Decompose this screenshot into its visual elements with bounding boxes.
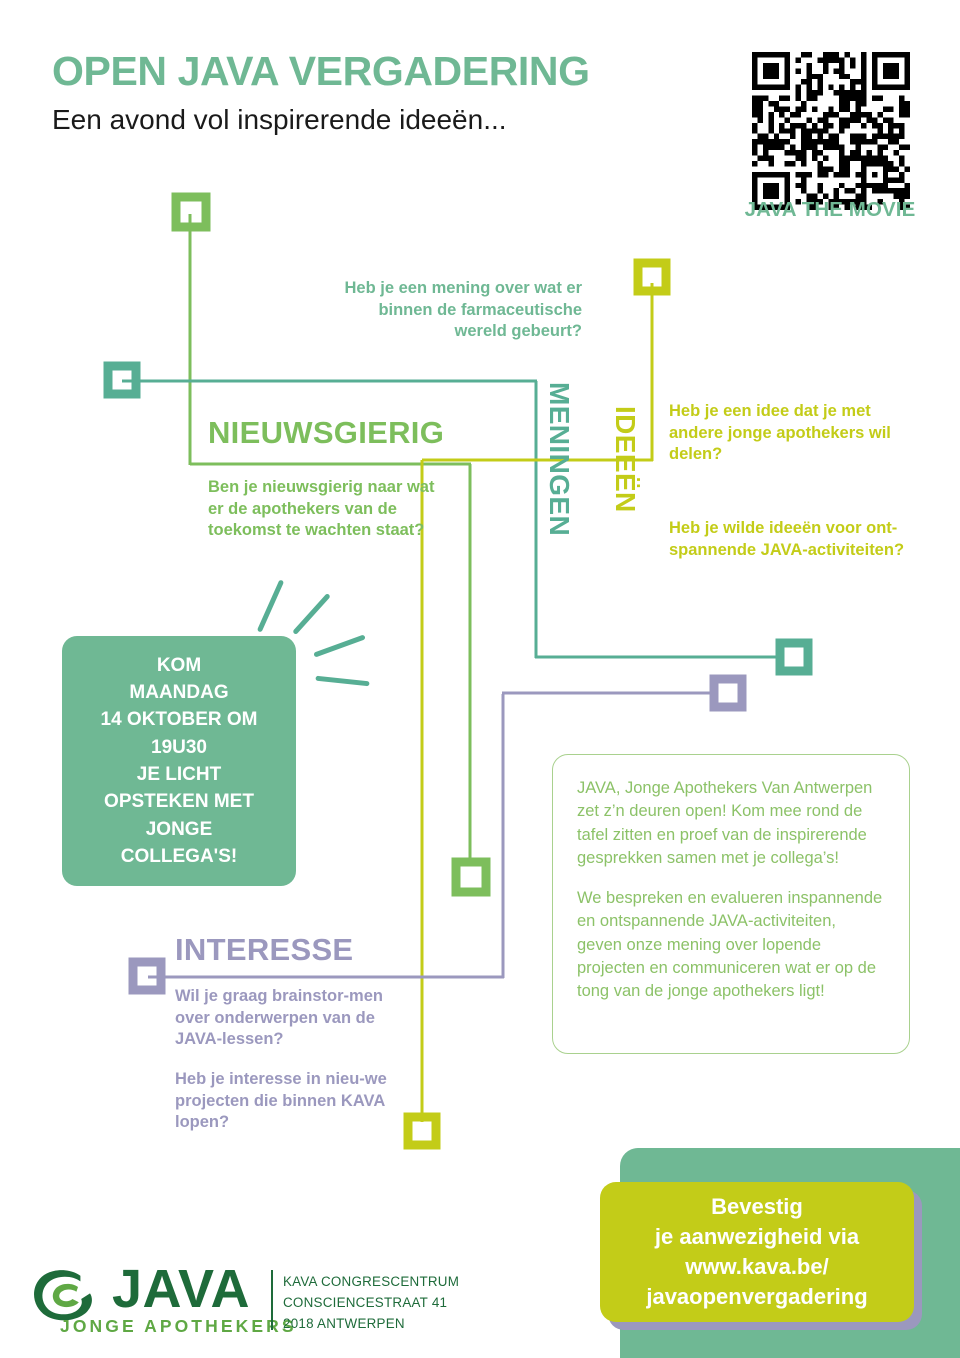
venue-line-3: 2018 ANTWERPEN bbox=[283, 1315, 405, 1331]
event-details-lines: KOM MAANDAG 14 OKTOBER OM 19U30 JE LICHT OPST… bbox=[72, 652, 286, 871]
info-box: JAVA, Jonge Apothekers Van Antwerpen zet… bbox=[552, 754, 910, 1054]
java-logo-block: JAVA JONGE APOTHEKERS KAVA CONGRESCENTRU… bbox=[30, 1259, 459, 1346]
teal-connector bbox=[103, 361, 813, 676]
logo-divider bbox=[271, 1270, 273, 1330]
text-line: je aanwezigheid via bbox=[654, 1224, 860, 1250]
qr-code-icon[interactable] bbox=[752, 52, 910, 210]
page-subtitle: Een avond vol inspirerende ideeën... bbox=[52, 104, 507, 135]
purple-connector bbox=[128, 674, 747, 995]
yellow-connector bbox=[403, 258, 671, 1150]
text-line: 19U30 bbox=[151, 736, 207, 758]
section-heading-ideeen: IDEEËN bbox=[610, 406, 641, 513]
section-heading-interesse: INTERESSE bbox=[175, 932, 354, 967]
nieuwsgierig-question: Ben je nieuwsgierig naar wat er de apoth… bbox=[208, 478, 435, 540]
logo-tagline: JONGE APOTHEKERS bbox=[60, 1316, 297, 1336]
section-heading-meningen: MENINGEN bbox=[544, 382, 575, 537]
cta-lines: Bevestig je aanwezigheid via www.kava.be/j… bbox=[646, 1192, 867, 1312]
qr-code-block[interactable] bbox=[752, 52, 910, 210]
info-paragraph-2: We bespreken en evalueren inspannende en… bbox=[577, 888, 883, 1001]
text-line: COLLEGA'S! bbox=[120, 846, 238, 868]
text-line: OPSTEKEN MET bbox=[104, 791, 254, 813]
info-paragraph-1: JAVA, Jonge Apothekers Van Antwerpen zet… bbox=[577, 779, 873, 868]
venue-line-1: KAVA CONGRESCENTRUM bbox=[283, 1274, 460, 1289]
text-line: www.kava.be/ bbox=[685, 1254, 829, 1279]
text-line: MAANDAG bbox=[129, 681, 229, 703]
ideeen-question-1: Heb je een idee dat je met andere jonge … bbox=[669, 402, 891, 464]
interesse-question-2: Heb je interesse in nieu-we projecten di… bbox=[175, 1070, 387, 1132]
venue-address: KAVA CONGRESCENTRUM CONSCIENCESTRAAT 41 … bbox=[283, 1272, 473, 1334]
text-line: JE LICHT bbox=[136, 764, 222, 785]
text-line: 14 OKTOBER OM bbox=[100, 709, 258, 731]
section-heading-nieuwsgierig: NIEUWSGIERIG bbox=[208, 415, 445, 450]
venue-line-2: CONSCIENCESTRAAT 41 bbox=[283, 1294, 448, 1310]
cta-confirm-box[interactable]: Bevestig je aanwezigheid via www.kava.be/j… bbox=[600, 1182, 914, 1322]
green-connector bbox=[171, 192, 491, 897]
logo-wordmark: JAVA bbox=[112, 1259, 251, 1319]
ideeen-question-2: Heb je wilde ideeën voor ont-spannende J… bbox=[669, 519, 905, 559]
event-details-box: KOM MAANDAG 14 OKTOBER OM 19U30 JE LICHT OPST… bbox=[62, 636, 296, 886]
text-line: KOM bbox=[156, 654, 202, 676]
text-line: javaopenvergadering bbox=[646, 1283, 868, 1309]
interesse-question-1: Wil je graag brainstor-men over onderwer… bbox=[175, 987, 383, 1049]
java-swoosh-icon bbox=[34, 1270, 92, 1321]
text-line: JONGE bbox=[145, 818, 213, 840]
page-title: OPEN JAVA VERGADERING bbox=[52, 48, 590, 94]
text-line: Bevestig bbox=[711, 1194, 803, 1220]
qr-caption: JAVA THE MOVIE bbox=[744, 198, 916, 221]
meningen-question: Heb je een mening over wat er binnen de … bbox=[344, 279, 583, 341]
